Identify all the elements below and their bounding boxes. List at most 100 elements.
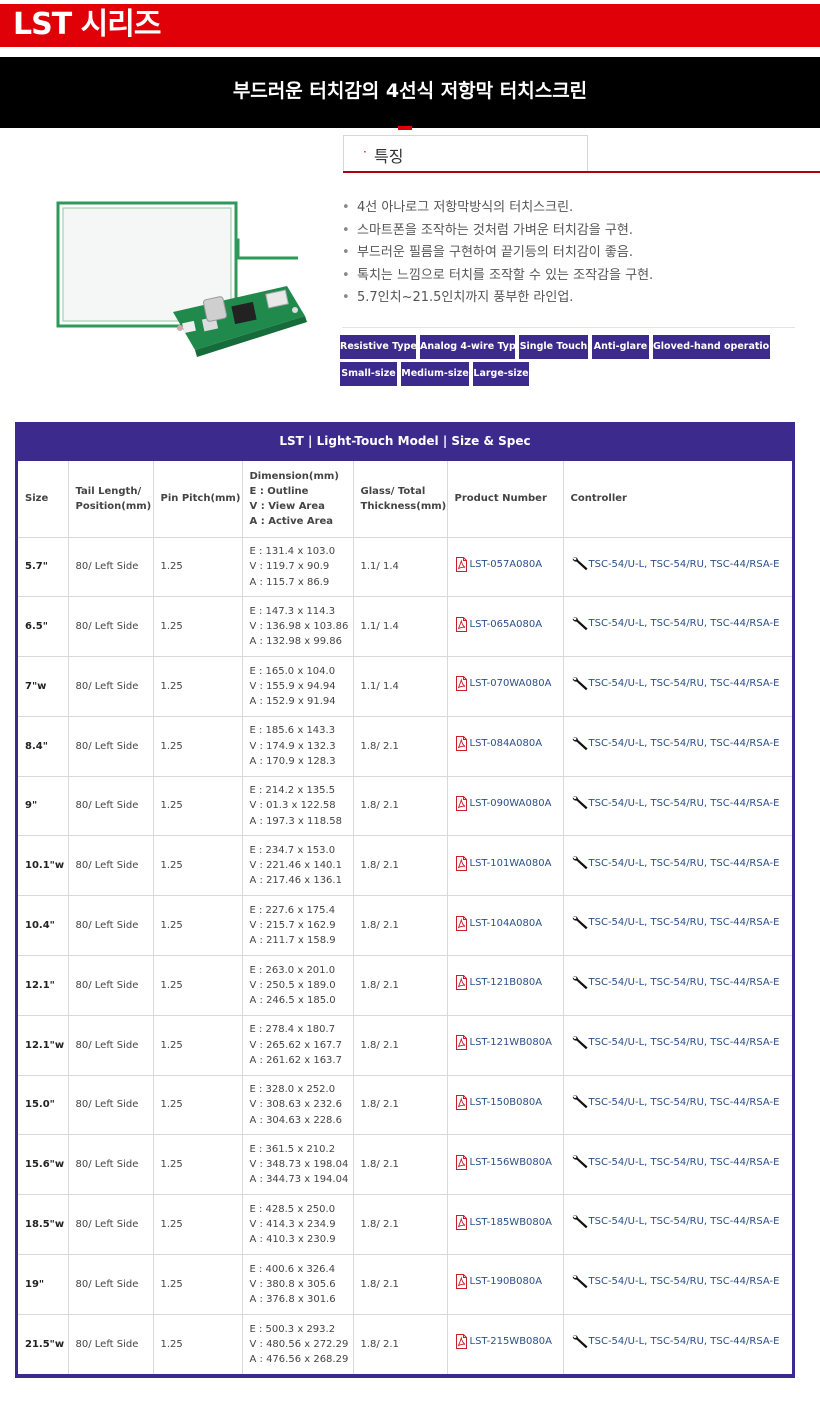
cell-pitch: 1.25 xyxy=(153,596,243,658)
controller-link[interactable]: TSC-54/U-L, TSC-54/RU, TSC-44/RSA-E xyxy=(571,736,779,752)
product-number-link[interactable]: LST-156WB080A xyxy=(455,1154,552,1170)
cell-size: 15.6"w xyxy=(18,1134,69,1196)
tag-resistive-type[interactable]: Resistive Type xyxy=(340,335,417,359)
cell-glass: 1.8/ 2.1 xyxy=(353,1194,448,1256)
product-number-link[interactable]: LST-121B080A xyxy=(455,975,542,991)
table-row: 18.5"w 80/ Left Side 1.25 E : 428.5 x 25… xyxy=(18,1194,792,1256)
pdf-icon xyxy=(455,556,467,572)
cell-tail: 80/ Left Side xyxy=(68,776,154,837)
cell-product-number: LST-084A080A xyxy=(447,716,564,777)
cell-glass: 1.8/ 2.1 xyxy=(353,1075,448,1136)
header-product-number: Product Number xyxy=(447,461,564,538)
pdf-icon xyxy=(455,1214,467,1230)
cell-pitch: 1.25 xyxy=(153,895,243,957)
controller-link[interactable]: TSC-54/U-L, TSC-54/RU, TSC-44/RSA-E xyxy=(571,1035,779,1051)
controller-link[interactable]: TSC-54/U-L, TSC-54/RU, TSC-44/RSA-E xyxy=(571,1334,779,1350)
wrench-icon xyxy=(572,677,587,691)
table-row: 10.1"w 80/ Left Side 1.25 E : 234.7 x 15… xyxy=(18,835,792,897)
cell-size: 12.1"w xyxy=(18,1015,69,1076)
controller-link[interactable]: TSC-54/U-L, TSC-54/RU, TSC-44/RSA-E xyxy=(571,855,779,871)
cell-tail: 80/ Left Side xyxy=(68,835,154,897)
cell-controller: TSC-54/U-L, TSC-54/RU, TSC-44/RSA-E xyxy=(563,1314,792,1374)
product-number-link[interactable]: LST-084A080A xyxy=(455,736,542,752)
headline-accent xyxy=(398,126,412,130)
tag-medium-size[interactable]: Medium-size xyxy=(401,362,469,386)
table-row: 8.4" 80/ Left Side 1.25 E : 185.6 x 143.… xyxy=(18,716,792,777)
cell-size: 6.5" xyxy=(18,596,69,658)
feature-separator xyxy=(342,327,795,328)
tag-small-size[interactable]: Small-size xyxy=(340,362,397,386)
feature-tab[interactable]: · 특징 xyxy=(343,135,588,171)
product-number-link[interactable]: LST-104A080A xyxy=(455,915,542,931)
bullet-icon: • xyxy=(342,245,350,260)
product-number-link[interactable]: LST-150B080A xyxy=(455,1095,542,1111)
controller-link[interactable]: TSC-54/U-L, TSC-54/RU, TSC-44/RSA-E xyxy=(571,1094,779,1110)
controller-link[interactable]: TSC-54/U-L, TSC-54/RU, TSC-44/RSA-E xyxy=(571,795,779,811)
controller-link[interactable]: TSC-54/U-L, TSC-54/RU, TSC-44/RSA-E xyxy=(571,616,779,632)
cell-product-number: LST-090WA080A xyxy=(447,776,564,837)
controller-link[interactable]: TSC-54/U-L, TSC-54/RU, TSC-44/RSA-E xyxy=(571,676,779,692)
product-number-link[interactable]: LST-215WB080A xyxy=(455,1334,552,1350)
table-row: 15.0" 80/ Left Side 1.25 E : 328.0 x 252… xyxy=(18,1075,792,1136)
pdf-icon xyxy=(455,1154,467,1170)
wrench-icon xyxy=(572,856,587,870)
cell-product-number: LST-104A080A xyxy=(447,895,564,957)
cell-pitch: 1.25 xyxy=(153,1015,243,1076)
cell-pitch: 1.25 xyxy=(153,1254,243,1315)
cell-size: 5.7" xyxy=(18,537,69,598)
controller-link[interactable]: TSC-54/U-L, TSC-54/RU, TSC-44/RSA-E xyxy=(571,1274,779,1290)
cell-pitch: 1.25 xyxy=(153,1075,243,1136)
spec-table-panel: LST | Light-Touch Model | Size & Spec Si… xyxy=(15,422,795,1378)
cell-glass: 1.8/ 2.1 xyxy=(353,1314,448,1375)
header-controller: Controller xyxy=(563,461,792,538)
tag-gloved-hand[interactable]: Gloved-hand operations xyxy=(653,335,782,359)
cell-pitch: 1.25 xyxy=(153,656,243,717)
feature-tab-label: 특징 xyxy=(374,147,404,166)
cell-tail: 80/ Left Side xyxy=(68,656,154,717)
controller-link[interactable]: TSC-54/U-L, TSC-54/RU, TSC-44/RSA-E xyxy=(571,915,779,931)
cell-tail: 80/ Left Side xyxy=(68,596,154,658)
cell-tail: 80/ Left Side xyxy=(68,1015,154,1076)
feature-list: •4선 아나로그 저항막방식의 터치스크린. •스마트폰을 조작하는 것처럼 가… xyxy=(342,197,802,310)
product-number-link[interactable]: LST-070WA080A xyxy=(455,676,551,692)
product-number-link[interactable]: LST-101WA080A xyxy=(455,855,551,871)
feature-item: •5.7인치~21.5인치까지 풍부한 라인업. xyxy=(342,287,802,310)
pdf-icon xyxy=(455,975,467,991)
pdf-icon xyxy=(455,855,467,871)
cell-size: 8.4" xyxy=(18,716,69,777)
cell-size: 12.1" xyxy=(18,955,69,1016)
cell-pitch: 1.25 xyxy=(153,1134,243,1196)
controller-link[interactable]: TSC-54/U-L, TSC-54/RU, TSC-44/RSA-E xyxy=(571,556,779,572)
cell-size: 9" xyxy=(18,776,69,837)
pdf-icon xyxy=(455,736,467,752)
product-number-link[interactable]: LST-090WA080A xyxy=(455,796,551,812)
product-number-link[interactable]: LST-065A080A xyxy=(455,616,542,632)
table-row: 12.1"w 80/ Left Side 1.25 E : 278.4 x 18… xyxy=(18,1015,792,1076)
controller-link[interactable]: TSC-54/U-L, TSC-54/RU, TSC-44/RSA-E xyxy=(571,1154,779,1170)
wrench-icon xyxy=(572,1215,587,1229)
tag-anti-glare[interactable]: Anti-glare xyxy=(592,335,649,359)
cell-controller: TSC-54/U-L, TSC-54/RU, TSC-44/RSA-E xyxy=(563,596,792,658)
product-number-link[interactable]: LST-121WB080A xyxy=(455,1035,552,1051)
bullet-icon: • xyxy=(342,267,350,283)
tag-analog-4-wire[interactable]: Analog 4-wire Type xyxy=(420,335,522,359)
product-number-link[interactable]: LST-190B080A xyxy=(455,1274,542,1290)
tag-single-touch[interactable]: Single Touch xyxy=(519,335,588,359)
product-number-link[interactable]: LST-057A080A xyxy=(455,556,542,572)
product-number-link[interactable]: LST-185WB080A xyxy=(455,1214,552,1230)
cell-controller: TSC-54/U-L, TSC-54/RU, TSC-44/RSA-E xyxy=(563,776,792,837)
cell-controller: TSC-54/U-L, TSC-54/RU, TSC-44/RSA-E xyxy=(563,1254,792,1315)
cell-size: 19" xyxy=(18,1254,69,1315)
tag-large-size[interactable]: Large-size xyxy=(473,362,529,386)
cell-controller: TSC-54/U-L, TSC-54/RU, TSC-44/RSA-E xyxy=(563,1015,792,1076)
controller-link[interactable]: TSC-54/U-L, TSC-54/RU, TSC-44/RSA-E xyxy=(571,1214,779,1230)
header-size: Size xyxy=(18,461,69,538)
table-row: 15.6"w 80/ Left Side 1.25 E : 361.5 x 21… xyxy=(18,1134,792,1196)
controller-link[interactable]: TSC-54/U-L, TSC-54/RU, TSC-44/RSA-E xyxy=(571,975,779,991)
pdf-icon xyxy=(455,1035,467,1051)
